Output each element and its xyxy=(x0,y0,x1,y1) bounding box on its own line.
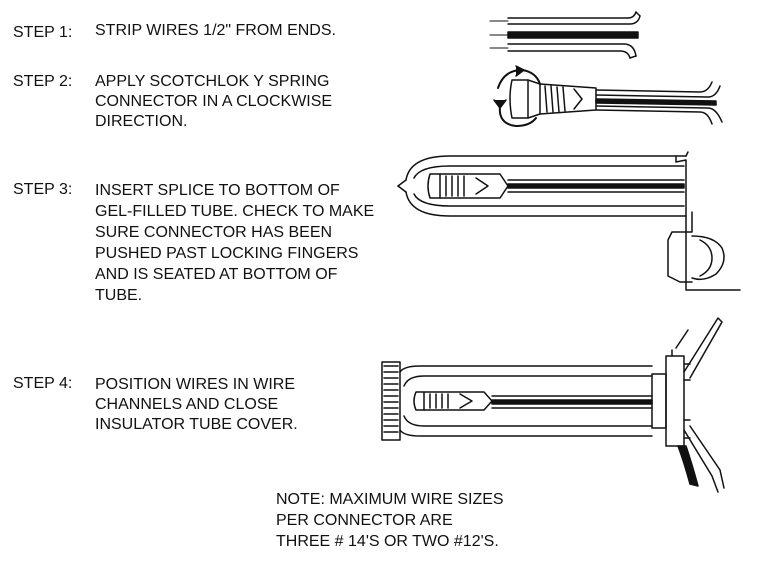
wire-size-note: NOTE: MAXIMUM WIRE SIZES PER CONNECTOR A… xyxy=(276,491,504,550)
step-1-instruction: STRIP WIRES 1/2" FROM ENDS. xyxy=(95,22,336,39)
step-3-label: STEP 3: xyxy=(13,181,73,198)
step-4-instruction: POSITION WIRES IN WIRE CHANNELS AND CLOS… xyxy=(95,376,298,433)
step-3-instruction: INSERT SPLICE TO BOTTOM OF GEL-FILLED TU… xyxy=(95,182,375,304)
step-2-instruction: APPLY SCOTCHLOK Y SPRING CONNECTOR IN A … xyxy=(95,73,333,130)
step-4-insulator-tube-illustration xyxy=(381,317,725,493)
step-4-label: STEP 4: xyxy=(13,375,73,392)
step-1-label: STEP 1: xyxy=(13,24,73,41)
step-2-label: STEP 2: xyxy=(13,73,73,90)
step-3-gel-tube-illustration xyxy=(397,151,741,291)
step-2-connector-twist-illustration xyxy=(493,65,723,127)
step-1-stripped-wires-illustration xyxy=(489,11,641,59)
